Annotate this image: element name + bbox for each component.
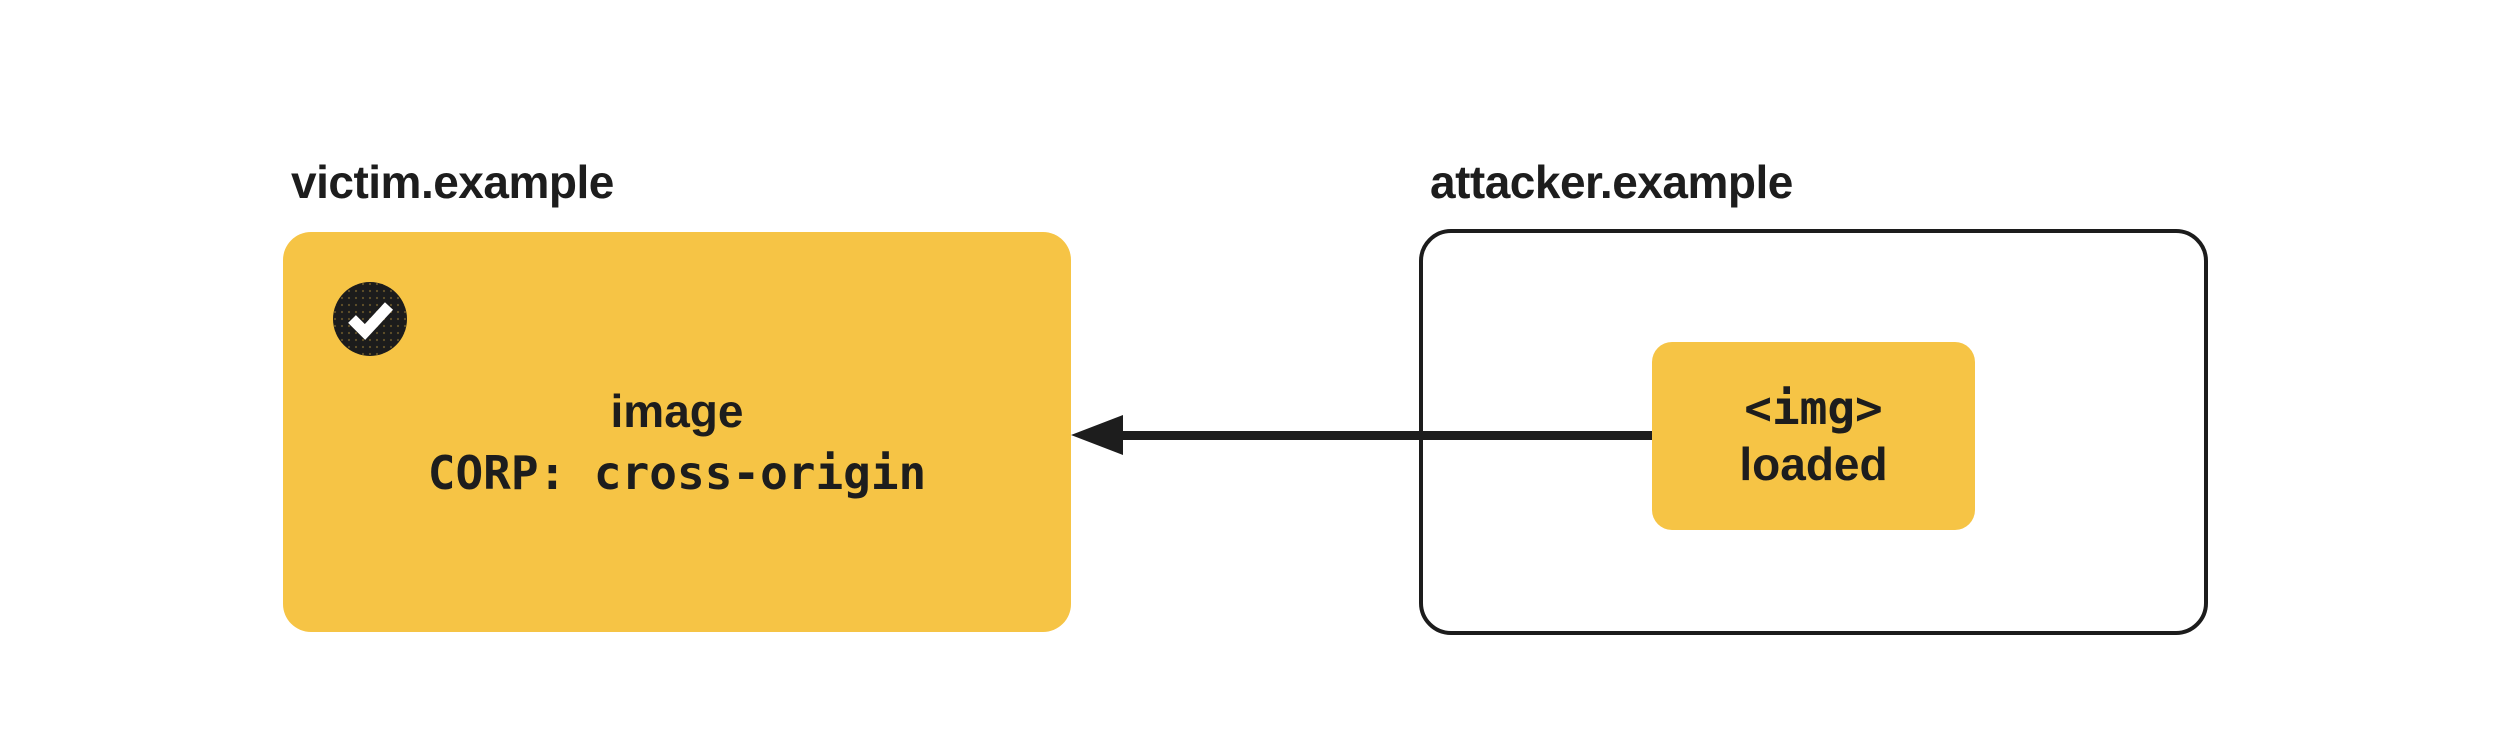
attacker-origin-label: attacker.example xyxy=(1430,156,1793,208)
victim-resource-name: image xyxy=(610,385,744,437)
img-loaded-box: <img> loaded xyxy=(1652,342,1975,530)
victim-origin-label: victim.example xyxy=(291,156,614,208)
img-load-status: loaded xyxy=(1739,438,1888,490)
check-icon xyxy=(333,282,407,356)
victim-resource-box: image CORP: cross-origin xyxy=(283,232,1071,632)
victim-corp-policy: CORP: cross-origin xyxy=(427,446,927,500)
request-arrow-line xyxy=(1118,431,1652,440)
request-arrowhead-icon xyxy=(1071,415,1123,455)
img-tag-code: <img> xyxy=(1744,381,1883,435)
